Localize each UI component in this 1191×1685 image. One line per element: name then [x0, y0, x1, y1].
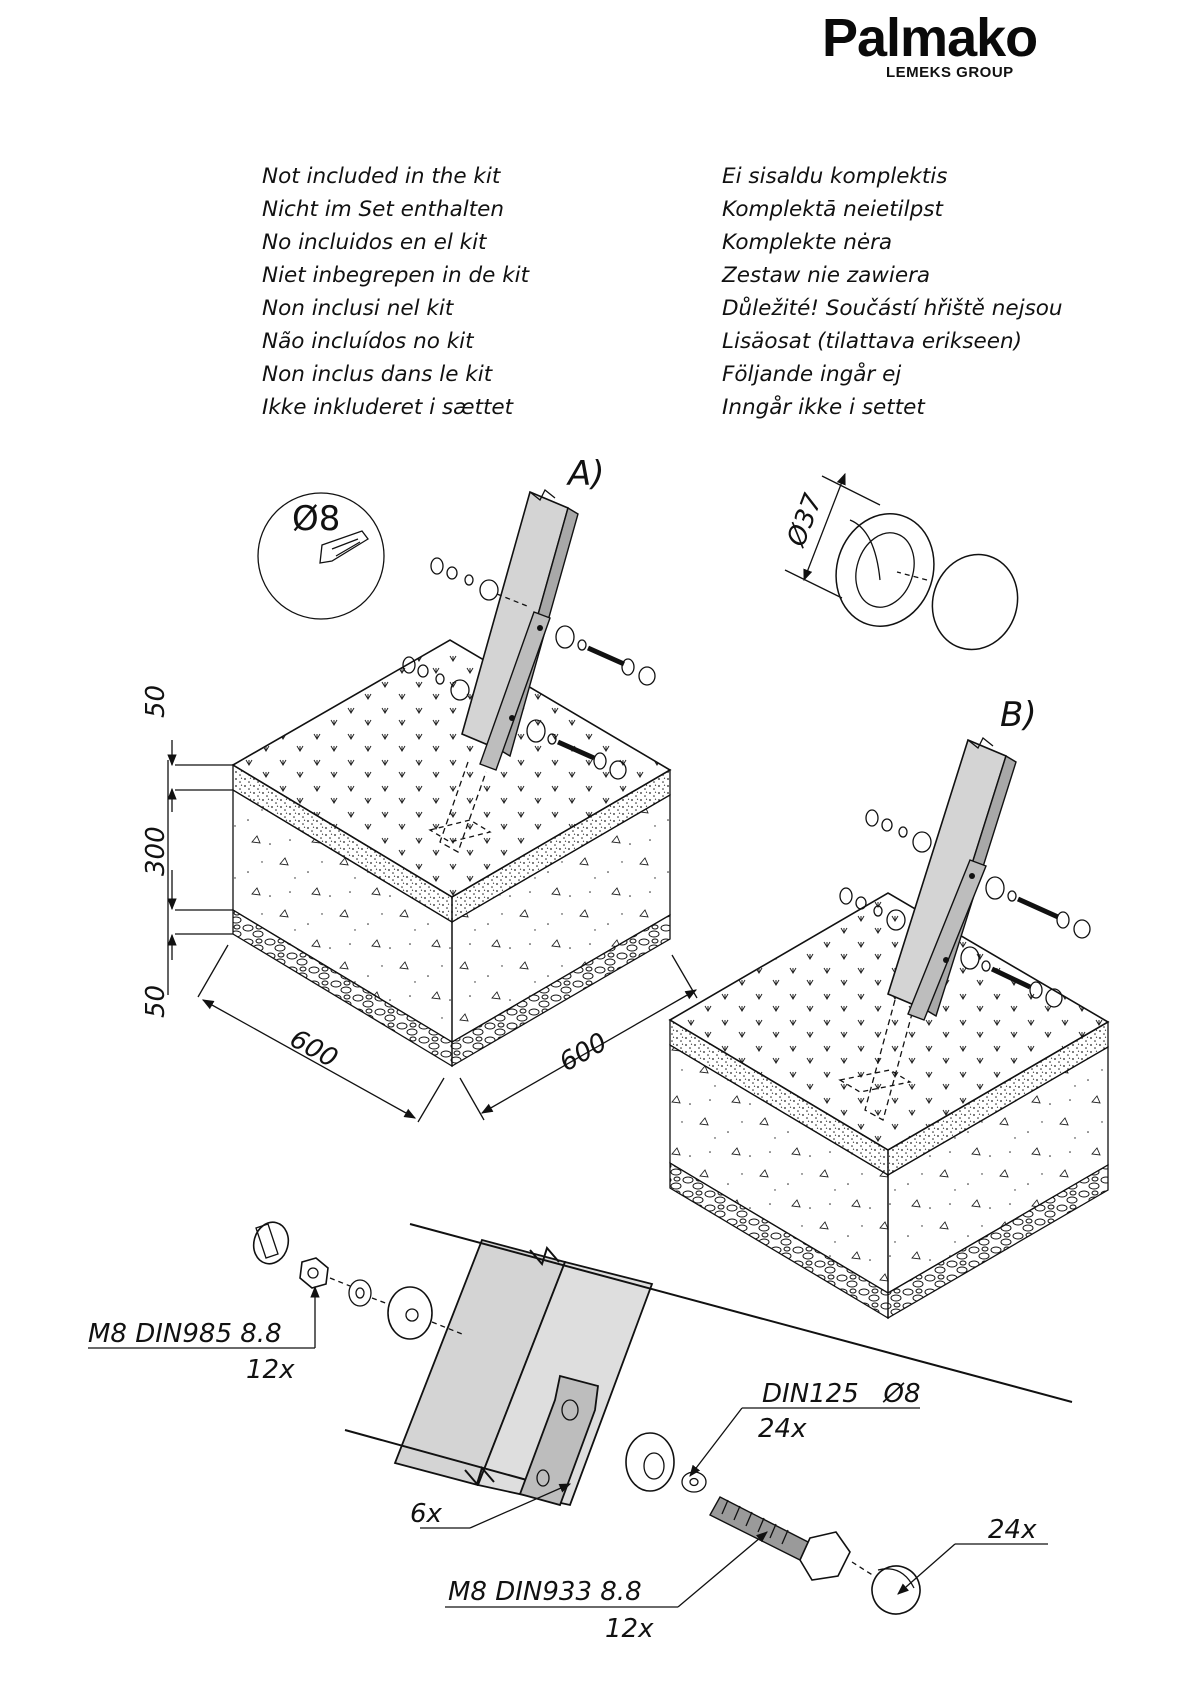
width-right-dim: 600: [555, 1027, 613, 1078]
not-included-pt: Não incluídos no kit: [262, 329, 474, 354]
width-left-dim: 600: [285, 1024, 343, 1074]
not-included-it: Non inclusi nel kit: [262, 296, 454, 321]
bolt-spec-label: M8 DIN933 8.8: [448, 1577, 642, 1607]
not-included-fr: Non inclus dans le kit: [262, 362, 493, 387]
drill-bit-icon: [319, 530, 369, 564]
cap-inner: [931, 553, 1019, 651]
not-included-en: Not included in the kit: [262, 164, 501, 189]
not-included-et: Ei sisaldu komplektis: [722, 164, 948, 189]
not-included-es: No incluidos en el kit: [262, 230, 487, 255]
not-included-list-right: Ei sisaldu komplektis Komplektā neietilp…: [722, 160, 1063, 424]
washer-part-left: [348, 1279, 372, 1307]
brand-logo: Palmako LEMEKS GROUP: [822, 8, 1082, 81]
variant-b-label: B): [1000, 695, 1037, 735]
cap-outer: [835, 513, 935, 627]
variant-a-label: A): [566, 454, 605, 494]
cap-diameter-label: Ø37: [781, 489, 829, 551]
cap-detail: Ø37: [781, 472, 1019, 651]
bracket-a: [479, 611, 551, 771]
drill-diameter-label: Ø8: [292, 499, 340, 539]
brand-name: Palmako: [822, 8, 1038, 68]
foundation-block-a: A) 50 300 50 600 600: [141, 454, 698, 1123]
layer-top-dim: 50: [141, 685, 171, 718]
not-included-cs: Důležité! Součástí hřiště nejsou: [722, 296, 1063, 321]
not-included-sv: Följande ingår ej: [722, 362, 902, 387]
not-included-nl: Niet inbegrepen in de kit: [262, 263, 530, 288]
not-included-list-left: Not included in the kit Nicht im Set ent…: [262, 160, 529, 424]
drill-detail-circle: [257, 492, 385, 620]
not-included-no: Inngår ikke i settet: [722, 395, 925, 420]
not-included-lv: Komplektā neietilpst: [722, 197, 943, 222]
not-included-fi: Lisäosat (tilattava erikseen): [722, 329, 1022, 354]
not-included-lt: Komplekte nėra: [722, 230, 893, 255]
not-included-da: Ikke inkluderet i sættet: [262, 395, 514, 420]
hardware-a-upper: [430, 557, 656, 686]
layer-bottom-dim: 50: [141, 985, 171, 1018]
nut-spec-label: M8 DIN985 8.8: [88, 1319, 282, 1349]
layer-dimensions: 50 300 50: [141, 685, 233, 1018]
bolt-qty-label: 12x: [605, 1614, 654, 1644]
spacer-part-left: [387, 1286, 433, 1340]
washer-part-right: [681, 1471, 707, 1493]
spacer-part-right: [625, 1432, 675, 1492]
foundation-block-b: B): [668, 695, 1110, 1320]
nut-qty-label: 12x: [246, 1355, 295, 1385]
washer-qty-label: 24x: [758, 1414, 807, 1444]
cap-qty-label: 24x: [988, 1515, 1037, 1545]
washer-spec-label: DIN125 Ø8: [762, 1379, 921, 1409]
hardware-exploded-view: M8 DIN985 8.8 12x DIN125 Ø8 24x 6x M8 DI…: [88, 1221, 1073, 1644]
not-included-de: Nicht im Set enthalten: [262, 197, 505, 222]
not-included-pl: Zestaw nie zawiera: [722, 263, 931, 288]
hardware-b-upper: [865, 809, 1091, 939]
drill-bit-detail: Ø8: [257, 492, 385, 620]
bracket-b: [907, 859, 987, 1021]
hardware-a-lower: [402, 656, 627, 780]
brand-group: LEMEKS GROUP: [886, 64, 1014, 81]
nut-part: [299, 1257, 329, 1289]
hardware-b-lower: [839, 887, 1063, 1008]
layer-mid-dim: 300: [141, 826, 171, 876]
end-cap-part: [871, 1565, 921, 1615]
bracket-qty-label: 6x: [410, 1499, 443, 1529]
cap-part: [252, 1221, 290, 1265]
